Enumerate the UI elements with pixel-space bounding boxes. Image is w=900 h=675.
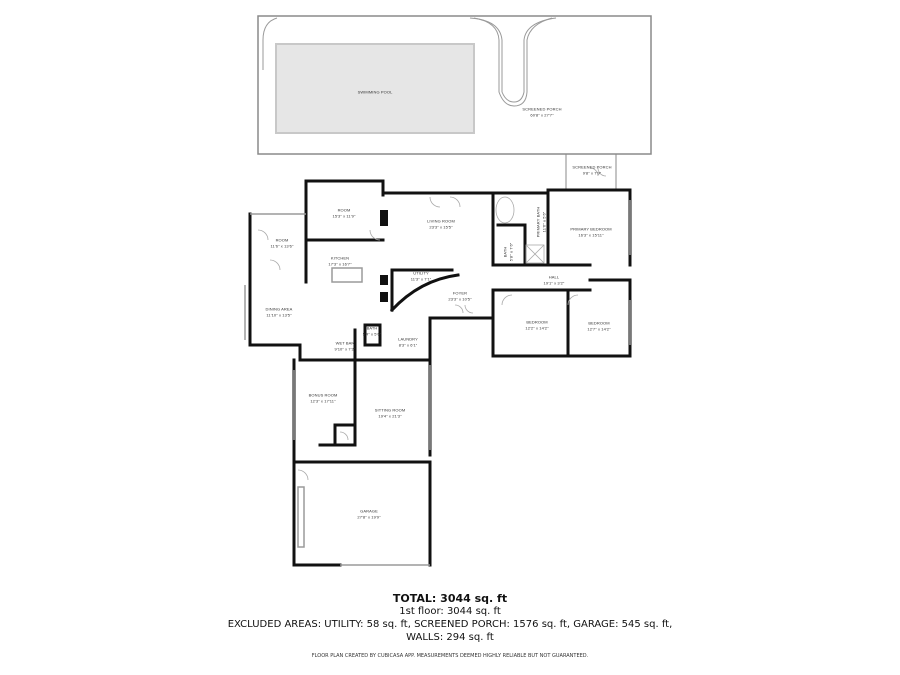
room-name: SWIMMING POOL bbox=[357, 89, 393, 95]
first-floor-area: 1st floor: 3044 sq. ft bbox=[399, 606, 501, 617]
room-name: BEDROOM bbox=[526, 319, 548, 325]
room-label-hall: HALL 19'1" x 3'2" bbox=[544, 275, 565, 286]
room-dimensions: 12'7" x 14'2" bbox=[587, 326, 611, 331]
room-name: SCREENED PORCH bbox=[522, 106, 562, 112]
pool-deck-curves bbox=[262, 17, 557, 107]
room-dimensions: 12'3" x 17'11" bbox=[310, 398, 336, 403]
room-label-laundry: LAUNDRY 8'3" x 6'1" bbox=[398, 337, 418, 348]
room-name: ROOM bbox=[275, 237, 289, 243]
room-label-bedroom-1: BEDROOM 12'2" x 14'2" bbox=[525, 320, 548, 331]
room-dimensions: 15'3" x 11'9" bbox=[332, 213, 356, 218]
room-label-garage: GARAGE 27'8" x 19'9" bbox=[357, 509, 380, 520]
room-label-room-top: ROOM 15'3" x 11'9" bbox=[333, 208, 356, 219]
windows-and-thin-walls bbox=[244, 200, 631, 566]
room-dimensions: 23'3" x 15'5" bbox=[429, 224, 453, 229]
room-dimensions: 17'3" x 16'7" bbox=[328, 261, 352, 266]
room-name: ROOM bbox=[337, 207, 351, 213]
room-name: WET BAR bbox=[335, 340, 355, 346]
room-dimensions: 60'8" x 27'7" bbox=[530, 112, 554, 117]
walls-area: WALLS: 294 sq. ft bbox=[406, 632, 494, 643]
room-label-wet-bar: WET BAR 9'10" x 7'2" bbox=[335, 341, 356, 352]
room-label-bonus-room: BONUS ROOM 12'3" x 17'11" bbox=[309, 393, 338, 404]
bath-fixtures bbox=[495, 196, 545, 264]
room-dimensions: 11'10" x 13'5" bbox=[266, 312, 292, 317]
room-label-room-left: ROOM 11'6" x 13'6" bbox=[271, 238, 294, 249]
room-name: DINING AREA bbox=[265, 306, 293, 312]
room-name: PRIMARY BEDROOM bbox=[570, 226, 612, 232]
room-dimensions: 19'1" x 3'2" bbox=[543, 280, 565, 285]
room-name: SITTING ROOM bbox=[374, 407, 406, 413]
room-dimensions: 12'2" x 14'2" bbox=[525, 325, 549, 330]
room-label-dining-area: DINING AREA 11'10" x 13'5" bbox=[266, 307, 293, 318]
room-name: BATH bbox=[366, 325, 378, 331]
small-screened-porch bbox=[565, 154, 617, 190]
room-name: LAUNDRY bbox=[398, 336, 418, 342]
room-name: UTILITY bbox=[413, 270, 429, 276]
room-name: LIVING ROOM bbox=[427, 218, 455, 224]
room-label-bath-hall: BATH 5'8" x 7'6" bbox=[503, 243, 514, 262]
room-dimensions: 19'4" x 21'3" bbox=[378, 413, 402, 418]
room-name: KITCHEN bbox=[330, 255, 350, 261]
room-dimensions: 9'10" x 7'2" bbox=[334, 346, 356, 351]
room-label-screened-porch: SCREENED PORCH 60'8" x 27'7" bbox=[522, 107, 561, 118]
room-label-bedroom-2: BEDROOM 12'7" x 14'2" bbox=[587, 321, 610, 332]
room-dimensions: 16'3" x 15'11" bbox=[578, 232, 604, 237]
screened-porch-outline bbox=[257, 15, 652, 155]
room-name: BATH bbox=[502, 246, 508, 258]
room-name: SCREENED PORCH bbox=[572, 164, 612, 170]
room-dimensions: 11'3" x 7'1" bbox=[410, 276, 432, 281]
room-label-utility: UTILITY 11'3" x 7'1" bbox=[411, 271, 432, 282]
room-name: PRIMARY BATH bbox=[535, 206, 541, 238]
excluded-areas: EXCLUDED AREAS: UTILITY: 58 sq. ft, SCRE… bbox=[227, 619, 673, 630]
room-name: FOYER bbox=[452, 290, 468, 296]
room-label-foyer: FOYER 23'3" x 10'5" bbox=[448, 291, 471, 302]
exterior-walls bbox=[248, 179, 632, 567]
room-label-screened-porch-small: SCREENED PORCH 9'8" x 7'9" bbox=[572, 165, 611, 176]
room-dimensions: 27'8" x 19'9" bbox=[357, 514, 381, 519]
room-label-primary-bath: PRIMARY BATH 11'6" x 5'6" bbox=[536, 207, 547, 238]
room-label-sitting-room: SITTING ROOM 19'4" x 21'3" bbox=[375, 408, 406, 419]
room-name: HALL bbox=[548, 274, 560, 280]
room-dimensions: 9'8" x 7'9" bbox=[582, 170, 602, 175]
room-label-living-room: LIVING ROOM 23'3" x 15'5" bbox=[427, 219, 455, 230]
room-name: BEDROOM bbox=[588, 320, 610, 326]
room-label-swimming-pool: SWIMMING POOL bbox=[358, 89, 393, 95]
room-dimensions: 11'6" x 13'6" bbox=[270, 243, 294, 248]
room-dimensions: 8'3" x 6'1" bbox=[398, 342, 418, 347]
room-name: GARAGE bbox=[360, 508, 378, 514]
room-dimensions: 23'3" x 10'5" bbox=[448, 296, 472, 301]
swimming-pool bbox=[275, 43, 475, 134]
room-label-primary-bedroom: PRIMARY BEDROOM 16'3" x 15'11" bbox=[570, 227, 611, 238]
appliances bbox=[380, 210, 388, 302]
room-dimensions: 11'6" x 5'6" bbox=[541, 211, 546, 233]
door-swings bbox=[257, 167, 607, 481]
room-label-kitchen: KITCHEN 17'3" x 16'7" bbox=[328, 256, 351, 267]
room-name: BONUS ROOM bbox=[308, 392, 338, 398]
room-dimensions: 5'4" x 5'6" bbox=[362, 331, 382, 336]
room-label-bath-small: BATH 5'4" x 5'6" bbox=[363, 326, 382, 337]
total-area: TOTAL: 3044 sq. ft bbox=[392, 592, 508, 605]
disclaimer: FLOOR PLAN CREATED BY CUBICASA APP. MEAS… bbox=[311, 653, 589, 659]
room-dimensions: 5'8" x 7'6" bbox=[508, 242, 513, 262]
